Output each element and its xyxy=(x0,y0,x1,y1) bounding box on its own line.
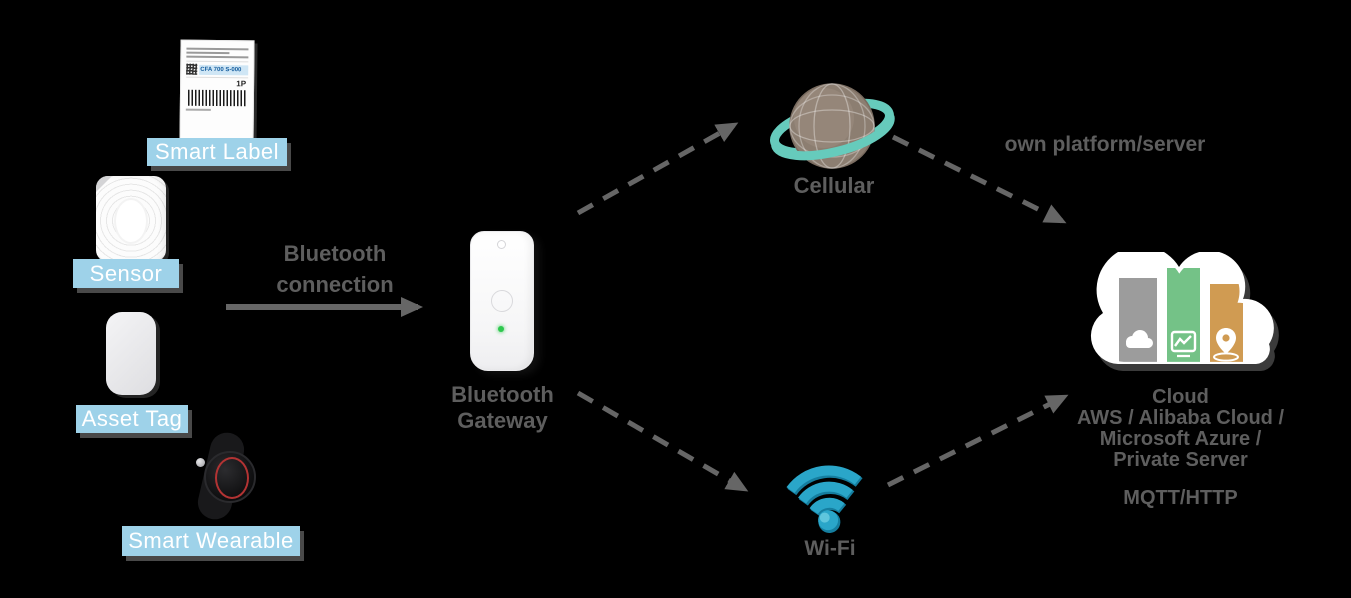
cloud-platform-icon xyxy=(1090,252,1279,371)
smart-wearable-text: Smart Wearable xyxy=(128,528,294,553)
chart-icon xyxy=(1170,330,1197,358)
shipping-label-graphic: CFA 700 S-000 1P xyxy=(179,39,255,148)
cloud-icon xyxy=(1126,330,1153,348)
cloud-caption-footer: MQTT/HTTP xyxy=(1123,487,1238,509)
asset-tag-graphic xyxy=(106,312,156,395)
asset-tag-text: Asset Tag xyxy=(81,406,183,431)
wifi-caption: Wi-Fi xyxy=(790,537,870,561)
sensor-face xyxy=(116,199,146,242)
wifi-icon xyxy=(786,465,863,533)
bluetooth-caption-line2: connection xyxy=(276,272,394,297)
gateway-caption-line2: Gateway xyxy=(457,408,548,433)
globe-ring-front xyxy=(771,115,895,161)
arrow-cellular-to-cloud xyxy=(891,134,1067,224)
map-pin-icon xyxy=(1213,328,1239,362)
cloud-caption-line1: Cloud xyxy=(1152,386,1209,408)
smart-wearable-tag: Smart Wearable xyxy=(122,526,300,556)
gateway-caption-line1: Bluetooth xyxy=(451,382,554,407)
sensor-text: Sensor xyxy=(89,260,163,286)
qr-code-icon xyxy=(186,63,198,75)
upload-note-text: own platform/server xyxy=(1004,133,1206,156)
cellular-caption: Cellular xyxy=(770,173,898,199)
cloud-caption: Cloud AWS / Alibaba Cloud / Microsoft Az… xyxy=(1058,387,1303,509)
gateway-graphic xyxy=(470,231,534,371)
barcode-icon xyxy=(187,89,247,107)
cellular-text: Cellular xyxy=(793,173,875,198)
watch-button xyxy=(196,458,205,467)
arrow-gateway-to-wifi xyxy=(576,390,749,492)
label-qty-text: 1P xyxy=(186,76,249,89)
arrow-gateway-to-cellular xyxy=(576,122,739,216)
bluetooth-caption-line1: Bluetooth xyxy=(283,241,387,266)
cloud-caption-line2: AWS / Alibaba Cloud / xyxy=(1076,407,1285,429)
smart-wearable-graphic xyxy=(190,429,258,523)
smart-label-tag: Smart Label xyxy=(147,138,287,166)
gateway-mount-hole xyxy=(497,240,506,249)
gateway-led xyxy=(498,326,504,332)
cloud-caption-line4: Private Server xyxy=(1113,449,1248,471)
gateway-button xyxy=(491,290,513,312)
asset-tag-tag: Asset Tag xyxy=(76,405,188,433)
cellular-globe-icon xyxy=(770,83,895,169)
label-address-line xyxy=(186,47,249,51)
watch-face xyxy=(204,451,256,503)
watch-red-ring xyxy=(215,457,249,499)
label-address-line xyxy=(186,55,249,59)
gateway-caption: Bluetooth Gateway xyxy=(440,382,565,434)
cloud-stripe-green xyxy=(1167,268,1200,362)
label-footer-line xyxy=(185,108,211,111)
cloud-stripe-grey xyxy=(1119,278,1157,362)
bluetooth-connection-caption: Bluetooth connection xyxy=(255,238,415,300)
label-code-text: CFA 700 S-000 xyxy=(199,64,249,75)
cloud-caption-line3: Microsoft Azure / xyxy=(1099,428,1262,450)
upload-note-caption: own platform/server xyxy=(1000,133,1210,157)
sensor-graphic xyxy=(96,176,166,262)
sensor-tag: Sensor xyxy=(73,259,179,288)
wifi-text: Wi-Fi xyxy=(804,537,856,560)
smart-label-text: Smart Label xyxy=(154,139,280,164)
label-address-line xyxy=(186,51,230,55)
arrow-wifi-to-cloud xyxy=(886,394,1069,488)
